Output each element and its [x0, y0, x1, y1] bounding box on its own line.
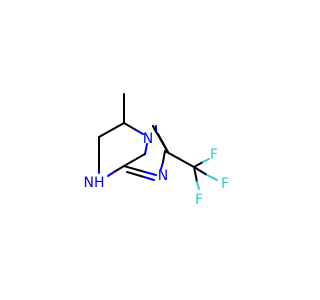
bond-n4-c3-carbon-half: [152, 125, 157, 133]
bond-c8a-n1-double-carbon-half: [126, 171, 145, 178]
molecule-diagram: N N NH F F F: [84, 93, 229, 208]
atom-f-right-label: F: [221, 176, 229, 192]
bond-c2-cf3: [164, 150, 195, 168]
bond-n1-c2-carbon-half: [162, 150, 166, 163]
bond-cf3-f-bottom-carbon-half: [193, 166, 198, 183]
bond-c5-n4-carbon-half: [123, 122, 137, 131]
bond-cf3-f-bottom-f-half: [196, 181, 200, 190]
atom-n4-label: N: [143, 131, 153, 147]
bond-c8a-nh-carbon-half: [113, 165, 125, 173]
bond-c8a-n1-carbon-half: [123, 165, 146, 173]
bond-n4-c8a-n-half: [144, 143, 148, 155]
bond-n1-c2-n-half: [160, 161, 164, 170]
atom-nh-label: NH: [84, 175, 105, 191]
molecule-structure-canvas: N N NH F F F: [83, 93, 230, 208]
bond-c3-c2-double-inner: [157, 133, 169, 153]
bond-c5-c6: [98, 122, 125, 138]
bond-n4-c8a-carbon-half: [123, 153, 146, 167]
bond-c8a-n1-n-half: [144, 171, 157, 176]
atom-f-bottom-label: F: [195, 192, 203, 208]
bond-cf3-f-right-carbon-half: [193, 166, 208, 176]
bond-c8a-n1-double-n-half: [143, 176, 155, 181]
bond-c5-n4-n-half: [135, 129, 144, 135]
atom-f-top-label: F: [210, 147, 218, 163]
bond-cf3-f-top-f-half: [202, 158, 210, 163]
bond-cf3-f-right-f-half: [206, 174, 218, 181]
bond-cf3-f-top-carbon-half: [193, 161, 204, 168]
atom-n1-label: N: [158, 168, 168, 184]
bond-c8a-nh-n-half: [107, 171, 115, 177]
